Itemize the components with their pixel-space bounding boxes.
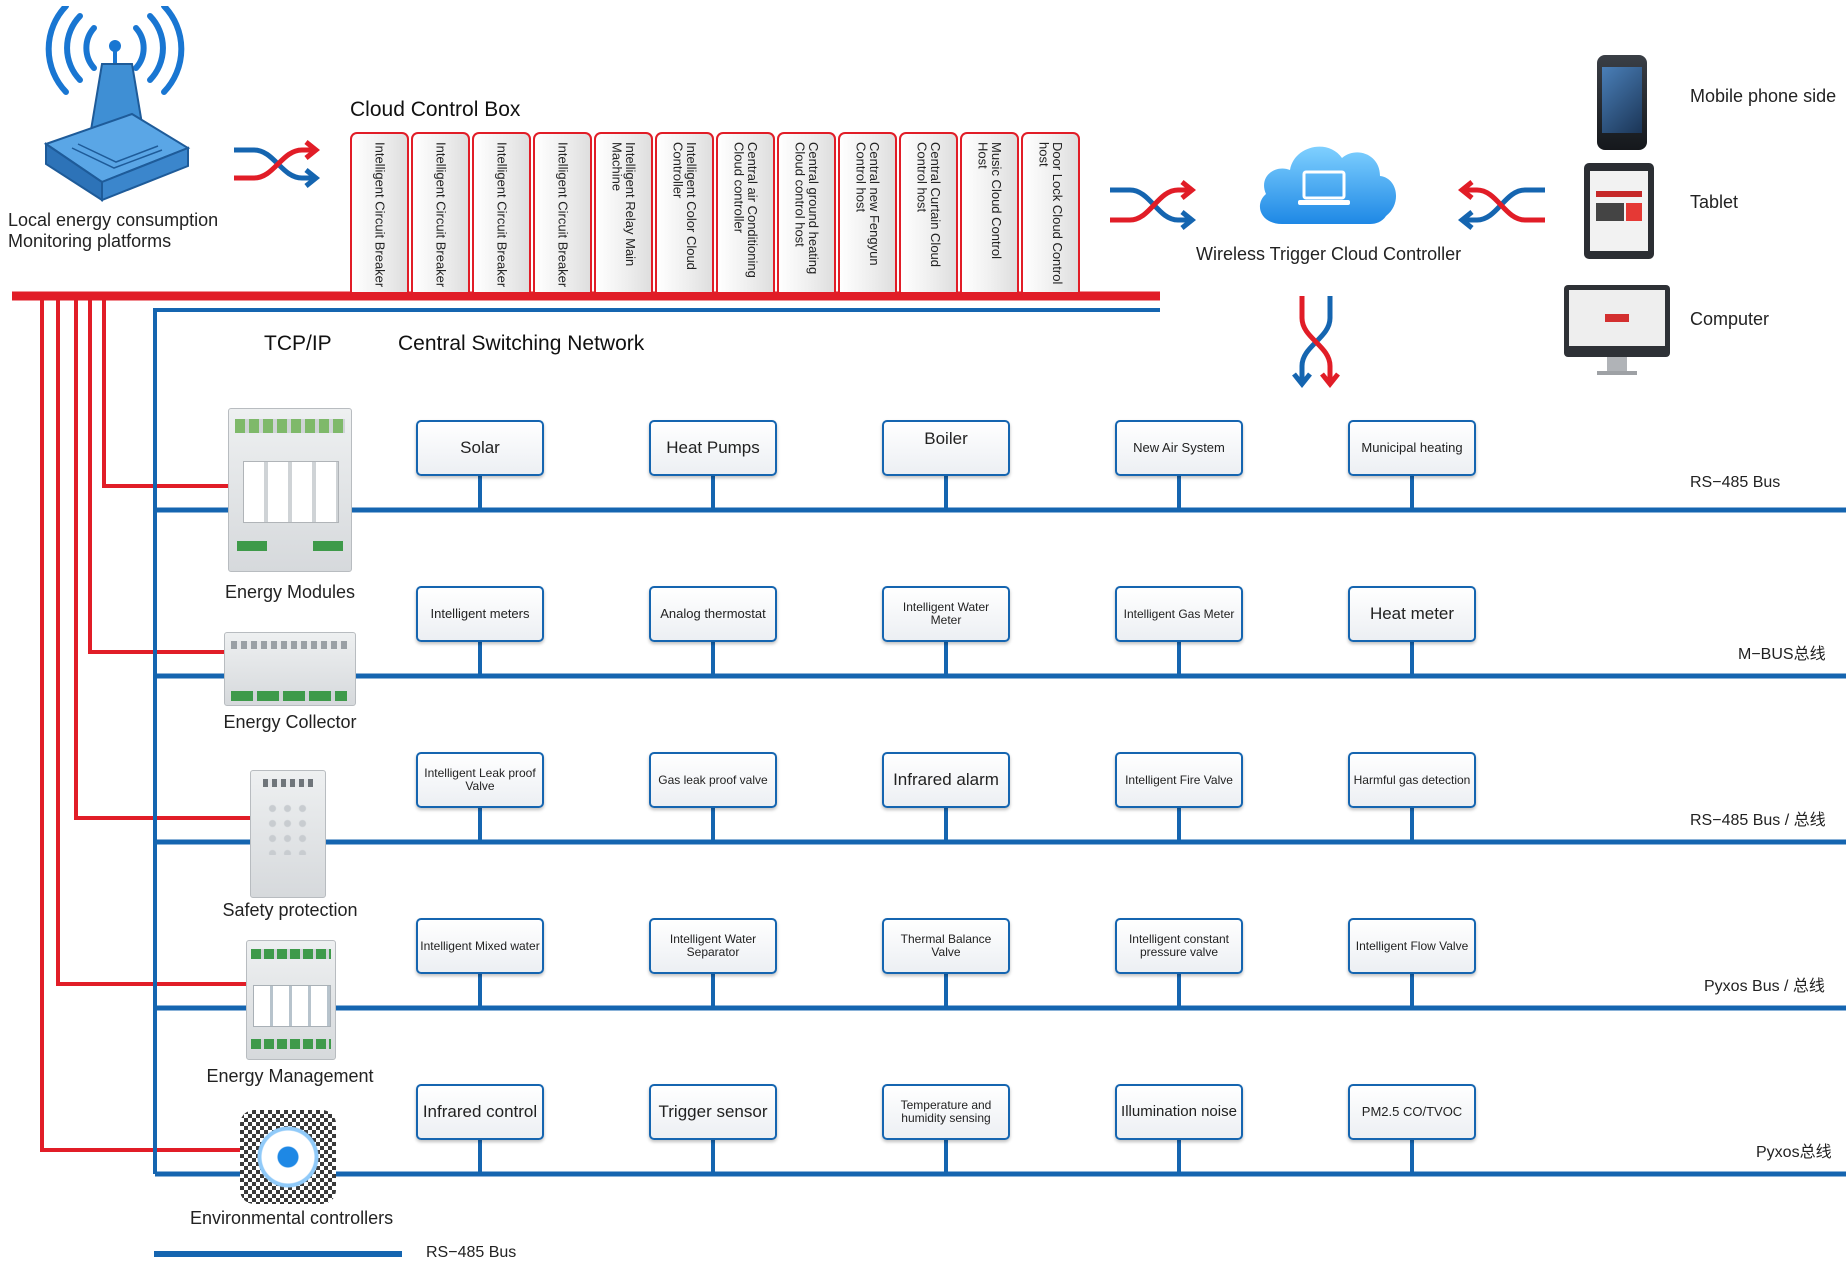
computer-monitor-icon	[1564, 285, 1670, 375]
shuffle-arrows-icon	[1110, 180, 1197, 230]
module-label-3: Safety protection	[222, 900, 358, 920]
energy-management-device	[246, 940, 336, 1060]
device-box-intelligent-fire-valve[interactable]: Intelligent Fire Valve	[1115, 752, 1243, 808]
cloud-module-label: Central Curtain Cloud Control host	[914, 142, 944, 268]
red-drop-environmental	[40, 298, 240, 1152]
device-box-trigger-sensor[interactable]: Trigger sensor	[649, 1084, 777, 1140]
cloud-box-title: Cloud Control Box	[350, 98, 521, 121]
cloud-module-label: Central ground heating Cloud control hos…	[792, 142, 822, 275]
device-box-boiler[interactable]: Boiler	[882, 420, 1010, 476]
platform-label: Local energy consumption Monitoring plat…	[8, 210, 218, 252]
red-drop-energy-collector	[88, 298, 232, 654]
red-drop-energy-modules	[102, 298, 232, 488]
bus-label-2: M−BUS总线	[1738, 646, 1826, 663]
device-box-harmful-gas-detection[interactable]: Harmful gas detection	[1348, 752, 1476, 808]
device-box-heat-pumps[interactable]: Heat Pumps	[649, 420, 777, 476]
router-platform-icon	[43, 63, 191, 202]
cloud-module-label: Central new Fengyun Control host	[853, 142, 883, 266]
cloud-module-6[interactable]: Intelligent Color Cloud Controller	[655, 132, 714, 292]
device-box-infrared-alarm[interactable]: Infrared alarm	[882, 752, 1010, 808]
legend-line	[154, 1251, 402, 1257]
device-box-analog-thermostat[interactable]: Analog thermostat	[649, 586, 777, 642]
bus-label-1: RS−485 Bus	[1690, 474, 1781, 491]
cloud-module-label: Door Lock Cloud Control host	[1036, 142, 1066, 285]
environmental-controller-device	[240, 1110, 336, 1204]
cloud-module-label: Music Cloud Control Host	[975, 142, 1005, 260]
safety-protection-device	[250, 770, 326, 898]
module-label-1: Energy Modules	[224, 582, 356, 602]
device-box-thermal-balance-valve[interactable]: Thermal Balance Valve	[882, 918, 1010, 974]
device-box-intelligent-meters[interactable]: Intelligent meters	[416, 586, 544, 642]
cloud-module-12[interactable]: Door Lock Cloud Control host	[1021, 132, 1080, 292]
legend-label: RS−485 Bus	[426, 1244, 517, 1261]
device-drops	[478, 476, 1414, 1174]
central-network-label: Central Switching Network	[398, 332, 645, 355]
platform-label-line2: Monitoring platforms	[8, 231, 172, 251]
bus-label-5: Pyxos总线	[1756, 1144, 1832, 1161]
device-box-intelligent-gas-meter[interactable]: Intelligent Gas Meter	[1115, 586, 1243, 642]
device-box-intelligent-water-separator[interactable]: Intelligent Water Separator	[649, 918, 777, 974]
device-box-temperature-humidity-sensing[interactable]: Temperature and humidity sensing	[882, 1084, 1010, 1140]
device-box-solar[interactable]: Solar	[416, 420, 544, 476]
client-label-mobile: Mobile phone side	[1690, 86, 1837, 106]
device-box-intelligent-flow-valve[interactable]: Intelligent Flow Valve	[1348, 918, 1476, 974]
cloud-module-label: Central air Conditioning Cloud controlle…	[731, 142, 761, 278]
cloud-module-1[interactable]: Intelligent Circuit Breaker	[350, 132, 409, 292]
device-box-intelligent-water-meter[interactable]: Intelligent Water Meter	[882, 586, 1010, 642]
cloud-module-2[interactable]: Intelligent Circuit Breaker	[411, 132, 470, 292]
cloud-laptop-icon	[1259, 146, 1397, 224]
shuffle-arrows-icon	[1457, 180, 1545, 230]
device-box-intelligent-leak-proof-valve[interactable]: Intelligent Leak proof Valve	[416, 752, 544, 808]
cloud-controller-label: Wireless Trigger Cloud Controller	[1196, 244, 1462, 264]
central-network-line	[153, 308, 1160, 1174]
cloud-module-3[interactable]: Intelligent Circuit Breaker	[472, 132, 531, 292]
cloud-module-label: Intelligent Circuit Breaker	[433, 142, 449, 288]
cloud-module-4[interactable]: Intelligent Circuit Breaker	[533, 132, 592, 292]
module-label-5: Environmental controllers	[190, 1208, 394, 1228]
tcpip-label: TCP/IP	[264, 332, 332, 355]
cloud-module-8[interactable]: Central ground heating Cloud control hos…	[777, 132, 836, 292]
mobile-phone-icon	[1597, 55, 1647, 150]
device-box-municipal-heating[interactable]: Municipal heating	[1348, 420, 1476, 476]
device-box-infrared-control[interactable]: Infrared control	[416, 1084, 544, 1140]
device-box-illumination-noise[interactable]: Illumination noise	[1115, 1084, 1243, 1140]
device-box-new-air-system[interactable]: New Air System	[1115, 420, 1243, 476]
module-label-4: Energy Management	[206, 1066, 374, 1086]
cloud-module-label: Intelligent Circuit Breaker	[494, 142, 510, 288]
red-drop-energy-management	[56, 298, 250, 986]
bus-label-3: RS−485 Bus / 总线	[1690, 812, 1826, 829]
device-box-intelligent-mixed-water[interactable]: Intelligent Mixed water	[416, 918, 544, 974]
device-box-intelligent-constant-pressure-valve[interactable]: Intelligent constant pressure valve	[1115, 918, 1243, 974]
shuffle-arrows-icon	[1292, 296, 1340, 389]
cloud-module-5[interactable]: Intelligent Relay Main Machine	[594, 132, 653, 292]
cloud-module-10[interactable]: Central Curtain Cloud Control host	[899, 132, 958, 292]
device-box-gas-leak-proof-valve[interactable]: Gas leak proof valve	[649, 752, 777, 808]
device-box-heat-meter[interactable]: Heat meter	[1348, 586, 1476, 642]
client-label-tablet: Tablet	[1690, 192, 1739, 212]
bus-label-4: Pyxos Bus / 总线	[1704, 978, 1825, 995]
cloud-module-11[interactable]: Music Cloud Control Host	[960, 132, 1019, 292]
energy-modules-device	[228, 408, 352, 572]
energy-collector-device	[224, 632, 356, 706]
wifi-icon	[45, 6, 185, 95]
red-drop-safety-protection	[74, 298, 250, 820]
cloud-module-label: Intelligent Circuit Breaker	[555, 142, 571, 288]
cloud-module-label: Intelligent Color Cloud Controller	[670, 142, 700, 270]
cloud-control-box: Intelligent Circuit Breaker Intelligent …	[350, 132, 1090, 292]
platform-label-line1: Local energy consumption	[8, 210, 219, 230]
cloud-module-label: Intelligent Relay Main Machine	[609, 142, 639, 267]
cloud-module-7[interactable]: Central air Conditioning Cloud controlle…	[716, 132, 775, 292]
module-label-2: Energy Collector	[223, 712, 357, 732]
cloud-module-9[interactable]: Central new Fengyun Control host	[838, 132, 897, 292]
device-box-pm25-co-tvoc[interactable]: PM2.5 CO/TVOC	[1348, 1084, 1476, 1140]
tablet-icon	[1584, 163, 1654, 259]
cloud-module-label: Intelligent Circuit Breaker	[372, 142, 388, 288]
shuffle-arrows-icon	[234, 140, 321, 188]
client-label-computer: Computer	[1690, 309, 1770, 329]
